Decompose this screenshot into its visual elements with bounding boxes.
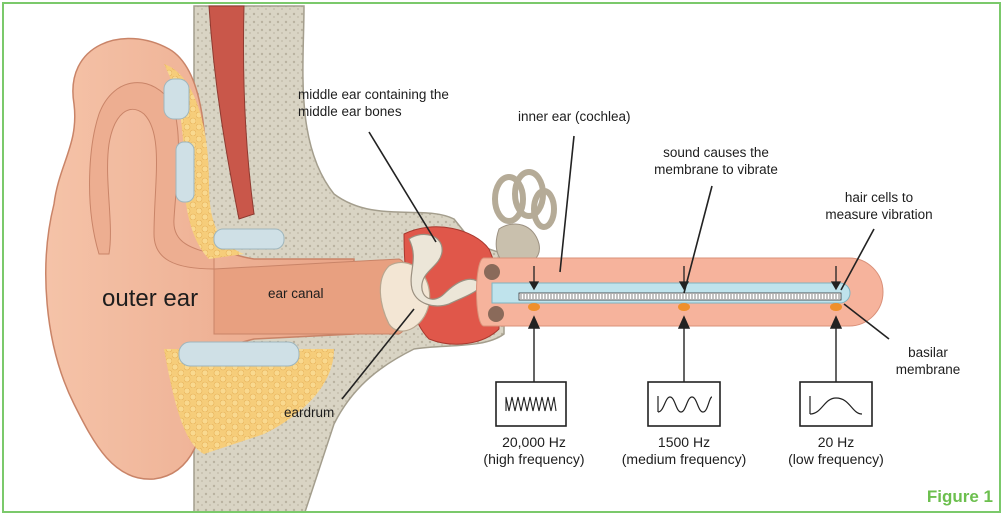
frequency-box-low <box>800 382 872 426</box>
label-basilar-line1: basilar <box>888 344 968 361</box>
cartilage-4 <box>164 79 189 119</box>
frequency-caption-low: 20 Hz (low frequency) <box>776 434 896 468</box>
frequency-arrows <box>529 317 841 382</box>
label-sound-line1: sound causes the <box>636 144 796 161</box>
frequency-caption-medium: 1500 Hz (medium frequency) <box>614 434 754 468</box>
label-middle-ear: middle ear containing the middle ear bon… <box>298 86 449 120</box>
label-eardrum: eardrum <box>284 404 334 421</box>
figure-label: Figure 1 <box>927 487 993 507</box>
frequency-value-medium: 1500 Hz <box>614 434 754 451</box>
frequency-desc-low: (low frequency) <box>776 451 896 468</box>
semicircular-canals <box>495 172 554 227</box>
round-window <box>488 306 504 322</box>
frequency-desc-medium: (medium frequency) <box>614 451 754 468</box>
frequency-desc-high: (high frequency) <box>474 451 594 468</box>
label-inner-ear: inner ear (cochlea) <box>518 108 631 125</box>
frequency-caption-high: 20,000 Hz (high frequency) <box>474 434 594 468</box>
cartilage-3 <box>179 342 299 366</box>
label-middle-ear-line2: middle ear bones <box>298 103 449 120</box>
label-ear-canal: ear canal <box>268 285 324 302</box>
frequency-box-high <box>496 382 566 426</box>
vibration-marker-high <box>528 303 540 311</box>
label-sound-line2: membrane to vibrate <box>636 161 796 178</box>
label-hair-line2: measure vibration <box>804 206 954 223</box>
label-hair-cells: hair cells to measure vibration <box>804 189 954 223</box>
vibration-marker-low <box>830 303 842 311</box>
frequency-value-low: 20 Hz <box>776 434 896 451</box>
cartilage-2 <box>214 229 284 249</box>
label-outer-ear: outer ear <box>102 286 198 312</box>
label-basilar-membrane: basilar membrane <box>888 344 968 378</box>
frequency-box-medium <box>648 382 720 426</box>
cartilage-1 <box>176 142 194 202</box>
frequency-value-high: 20,000 Hz <box>474 434 594 451</box>
label-hair-line1: hair cells to <box>804 189 954 206</box>
oval-window <box>484 264 500 280</box>
label-middle-ear-line1: middle ear containing the <box>298 86 449 103</box>
vibration-marker-medium <box>678 303 690 311</box>
label-sound-vibration: sound causes the membrane to vibrate <box>636 144 796 178</box>
label-basilar-line2: membrane <box>888 361 968 378</box>
hair-cells <box>521 294 839 299</box>
